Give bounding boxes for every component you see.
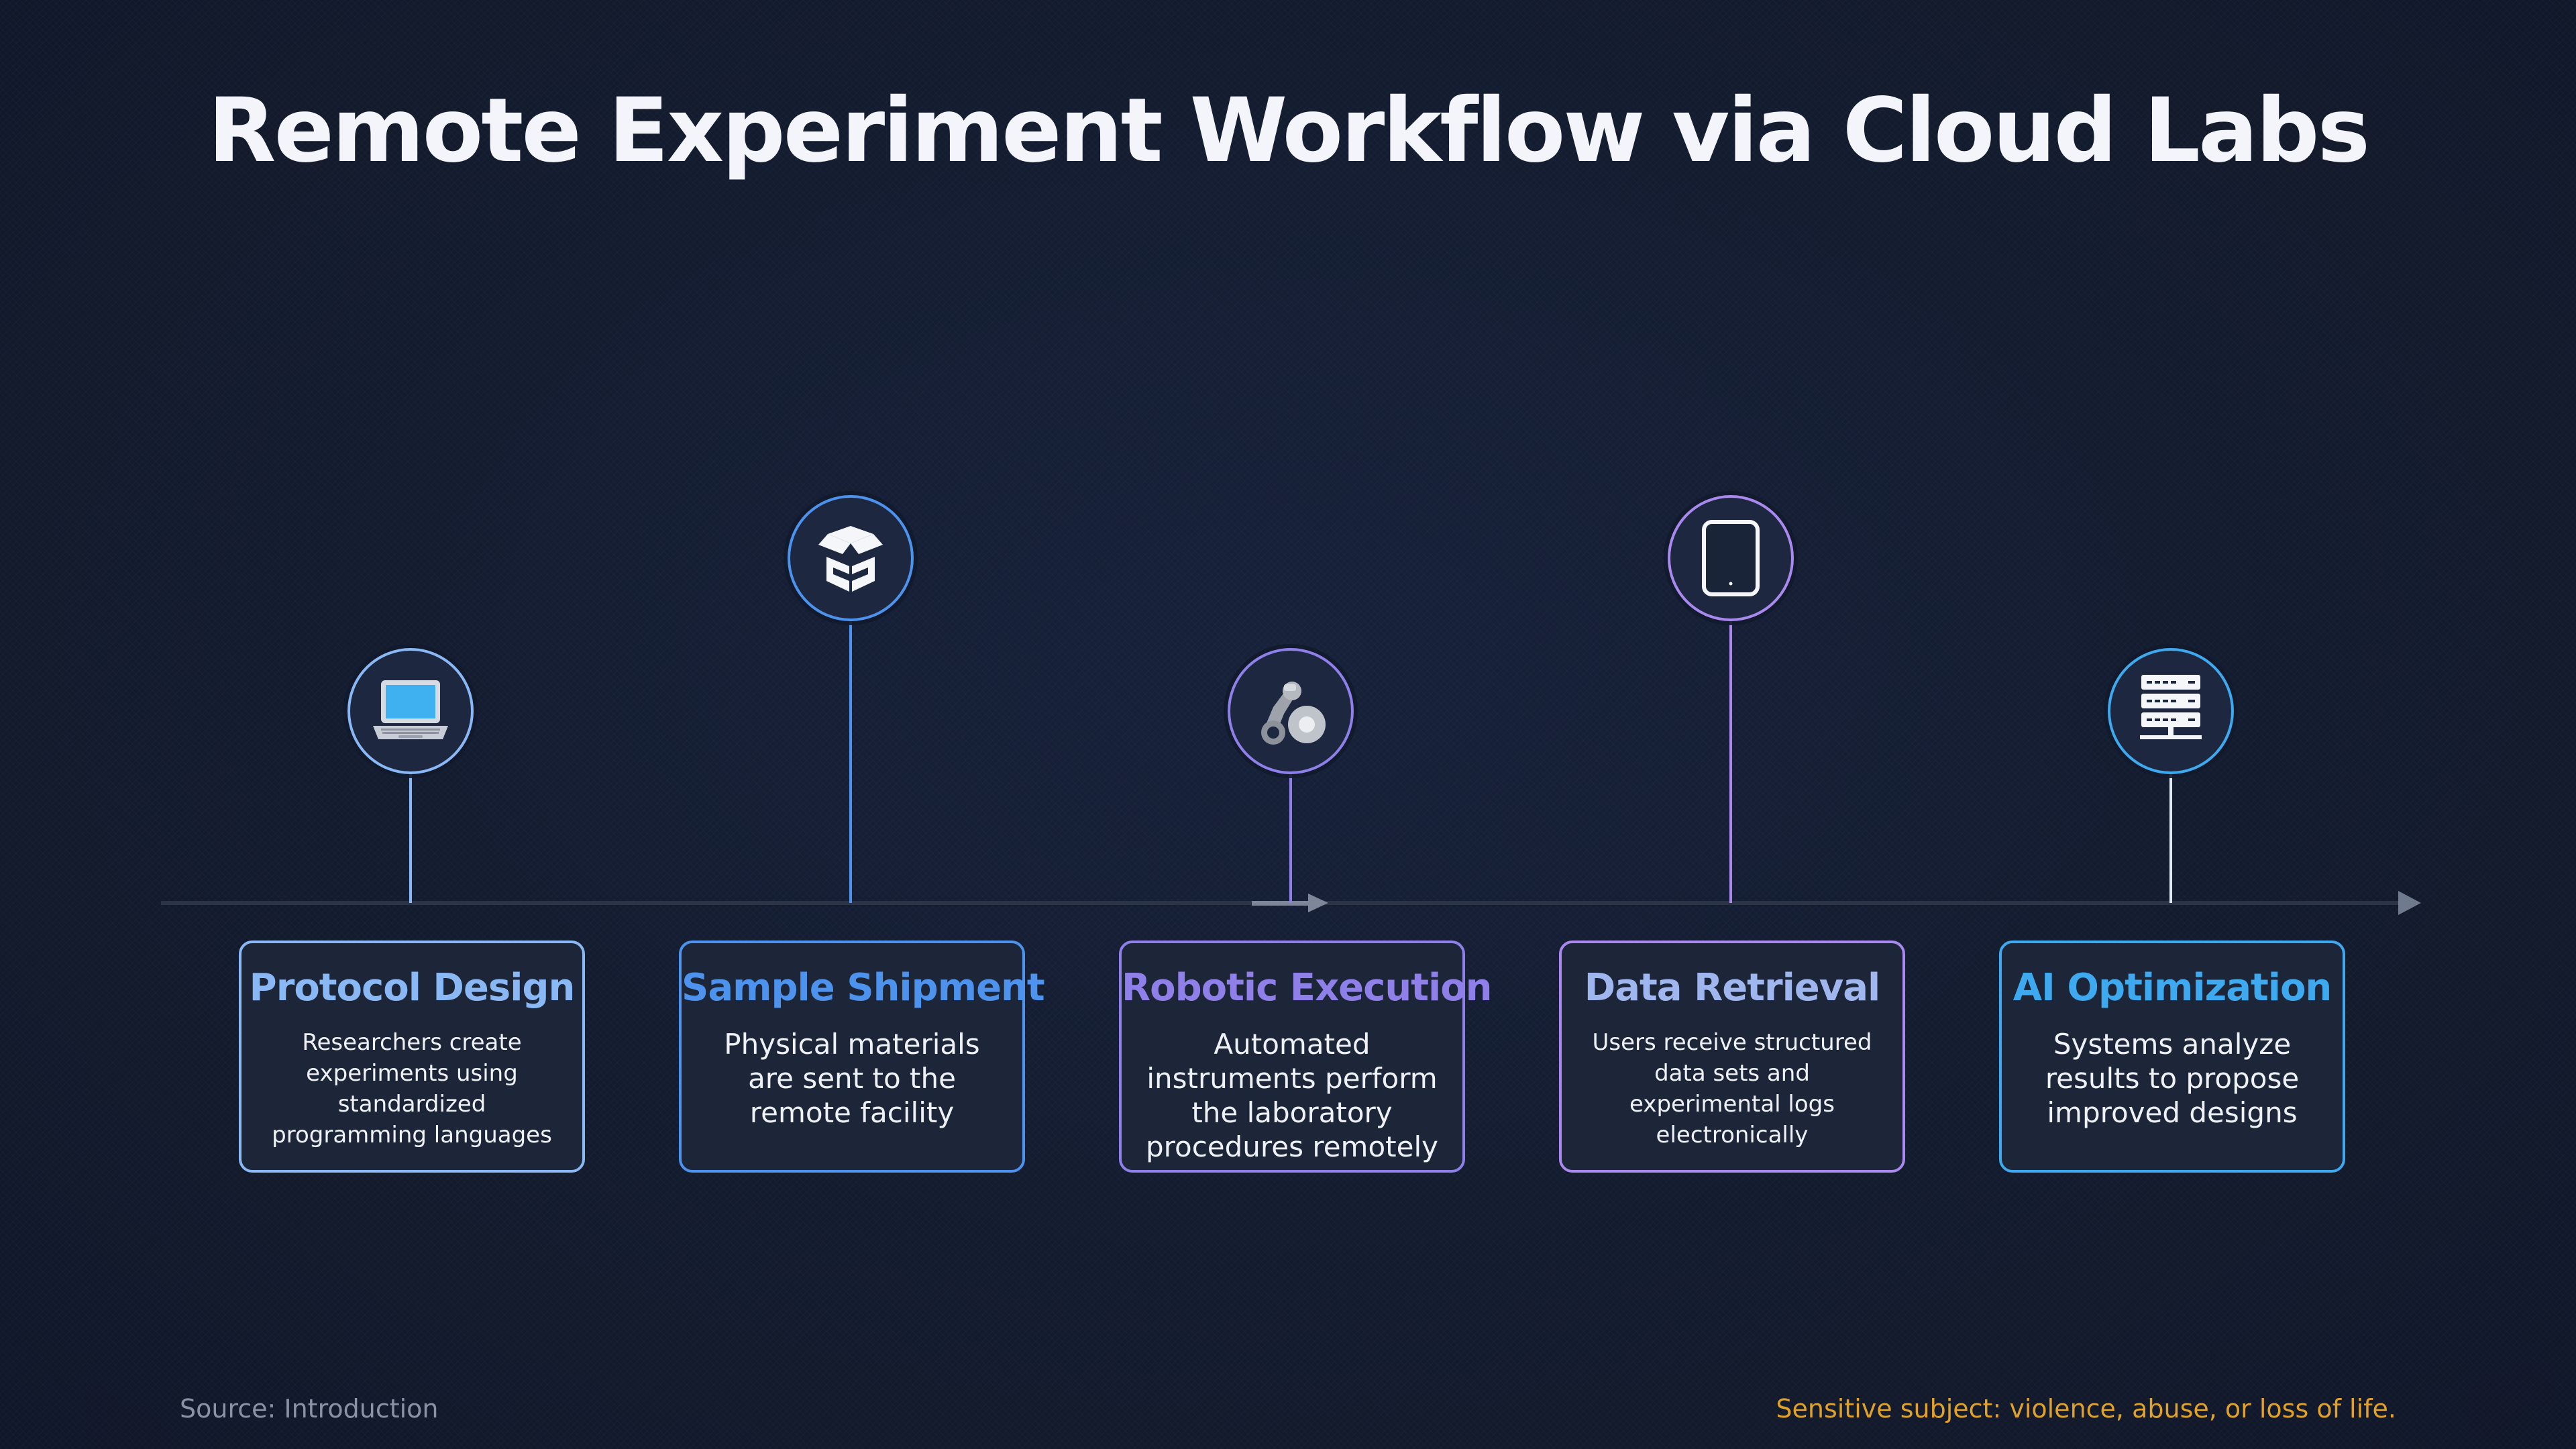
- step-connector-4: [1729, 619, 1732, 903]
- step-connector-2: [849, 619, 852, 903]
- page-title: Remote Experiment Workflow via Cloud Lab…: [207, 79, 2370, 182]
- robot-arm-icon: [1261, 682, 1326, 745]
- step-description: Users receive structured data sets and e…: [1592, 1029, 1872, 1148]
- step-card-1: Protocol Design Researchers create exper…: [239, 941, 585, 1173]
- step-title: Data Retrieval: [1584, 966, 1880, 1010]
- laptop-icon: [373, 680, 448, 739]
- step-card-3: Robotic Execution Automated instruments …: [1119, 941, 1493, 1173]
- timeline-arrowhead: [2398, 891, 2421, 915]
- tablet-icon: [1702, 520, 1760, 596]
- server-rack-icon: [2140, 675, 2202, 739]
- step-title: Robotic Execution: [1122, 966, 1493, 1010]
- step-connector-1: [409, 773, 412, 903]
- step-description: Systems analyze results to propose impro…: [2045, 1028, 2300, 1129]
- step-node-5: [2108, 648, 2234, 774]
- step-node-2: [788, 495, 914, 621]
- step-title: AI Optimization: [2012, 966, 2332, 1010]
- step-connector-3: [1289, 773, 1292, 903]
- source-note: Source: Introduction: [180, 1394, 439, 1424]
- progress-arrow: [1252, 901, 1311, 906]
- step-card-2: Sample Shipment Physical materials are s…: [679, 941, 1045, 1173]
- step-node-4: [1668, 495, 1794, 621]
- step-title: Protocol Design: [249, 966, 576, 1010]
- step-title: Sample Shipment: [682, 966, 1045, 1010]
- step-card-5: AI Optimization Systems analyze results …: [1999, 941, 2345, 1173]
- step-description: Automated instruments perform the labora…: [1146, 1028, 1438, 1163]
- step-description: Researchers create experiments using sta…: [272, 1029, 552, 1148]
- progress-arrowhead: [1308, 894, 1328, 912]
- step-description: Physical materials are sent to the remot…: [724, 1028, 980, 1129]
- step-connector-5: [2169, 773, 2172, 903]
- sensitivity-note: Sensitive subject: violence, abuse, or l…: [1776, 1394, 2396, 1424]
- step-card-4: Data Retrieval Users receive structured …: [1559, 941, 1905, 1173]
- step-node-1: [347, 648, 474, 774]
- step-node-3: [1228, 648, 1354, 774]
- package-box-icon: [818, 526, 883, 592]
